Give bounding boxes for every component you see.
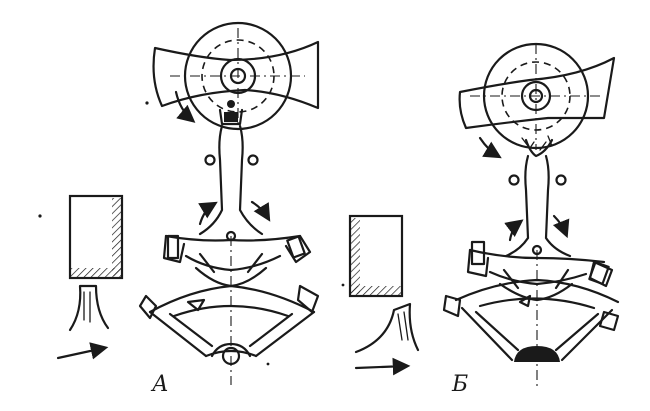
banking-pin-right-a [247, 154, 259, 166]
escape-tooth-a [68, 284, 110, 332]
balance-arm-b [458, 56, 616, 130]
rotation-arrow-b-2 [504, 219, 524, 242]
fork-notch-a [218, 100, 244, 126]
motion-arrow-a [56, 342, 109, 360]
balance-arm-a [152, 40, 320, 110]
speck-mark-4 [341, 283, 345, 287]
banking-pin-left-a [204, 154, 216, 166]
banking-pin-left-b [508, 174, 520, 186]
rotation-arrow-a-2 [198, 201, 218, 226]
panel-b [348, 42, 620, 390]
escape-wheel-sector-a [138, 236, 320, 385]
panel-a [56, 21, 320, 385]
balance-roller-b [470, 42, 604, 150]
pallet-stone-b [348, 214, 404, 298]
rotation-arrow-b-1 [478, 136, 502, 159]
panel-label-a: А [152, 372, 169, 397]
escape-wheel-sector-b [442, 250, 620, 390]
motion-arrow-b [354, 357, 411, 376]
fork-notch-b [521, 135, 554, 158]
pallet-fork-a [162, 234, 312, 288]
rotation-arrow-a-3 [250, 200, 271, 222]
speck-mark-3 [266, 362, 270, 366]
escape-tooth-b [354, 302, 420, 354]
rotation-arrow-a-1 [174, 90, 196, 123]
lever-stem-a [198, 124, 264, 236]
pallet-stone-a [68, 194, 124, 280]
speck-mark-1 [38, 214, 42, 218]
panel-label-b: Б [452, 372, 469, 397]
banking-pin-right-b [555, 174, 567, 186]
rotation-arrow-b-3 [552, 214, 570, 239]
lever-stem-b [504, 154, 572, 258]
speck-mark-2 [145, 101, 149, 105]
